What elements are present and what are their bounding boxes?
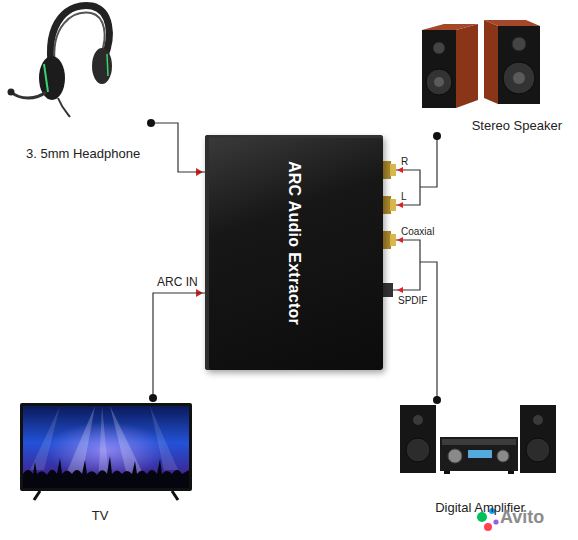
headphone-picture-part	[92, 48, 112, 84]
device-caption: 3. 5mm Headphone	[26, 146, 140, 162]
speaker-picture-part	[456, 24, 478, 108]
connector-dot	[433, 396, 441, 404]
speaker-picture-part	[484, 20, 540, 26]
rca-jack-part	[390, 234, 396, 246]
device-title: ARC Audio Extractor	[285, 161, 303, 325]
speaker-picture-part	[484, 20, 498, 104]
speaker-picture-part	[433, 42, 445, 54]
port-label: L	[401, 191, 407, 203]
optical-port-part	[397, 287, 403, 293]
speaker-picture-part	[422, 24, 478, 30]
connector-line	[383, 136, 437, 205]
amplifier-node: Digital Amplifier	[395, 400, 565, 518]
device-caption: TV	[92, 508, 109, 524]
amplifier-picture-part	[508, 471, 514, 474]
rca-jack-part	[397, 167, 403, 173]
speaker-picture-part	[503, 62, 535, 94]
connector-dot	[433, 132, 441, 140]
headphone-picture	[8, 5, 113, 117]
tv-picture-part	[172, 491, 178, 500]
headphone-picture-part	[58, 98, 70, 117]
tv-picture-part	[150, 406, 178, 470]
connector-label: ARC IN	[156, 275, 199, 289]
amplifier-picture-part	[520, 405, 556, 473]
speaker-picture-part	[434, 77, 444, 87]
rca-jack-part	[397, 202, 403, 208]
connector-line	[383, 240, 437, 400]
amplifier-picture-part	[468, 450, 492, 458]
amplifier-picture-part	[400, 405, 436, 473]
amplifier-picture-part	[533, 415, 543, 425]
port-label: Coaxial	[401, 226, 434, 238]
rca-jack	[383, 161, 403, 179]
rca-jack	[383, 231, 403, 249]
speaker-picture-part	[513, 72, 525, 84]
speaker-node: Stereo Speaker	[418, 6, 570, 136]
port-label: SPDIF	[398, 295, 427, 307]
amplifier-picture-part	[444, 471, 450, 474]
connector-dot	[149, 394, 157, 402]
device-caption: Stereo Speaker	[472, 118, 562, 134]
rca-jack	[383, 196, 403, 214]
headphone-picture-part	[8, 89, 15, 96]
watermark: Avito	[500, 507, 544, 527]
speaker-picture	[422, 20, 540, 108]
rca-jack-part	[383, 231, 391, 249]
speaker-picture-part	[498, 26, 540, 104]
rca-jack-part	[390, 199, 396, 211]
speaker-picture-part	[512, 37, 526, 51]
headphone-picture-part	[107, 54, 108, 76]
optical-port-part	[383, 283, 393, 297]
connector-line	[151, 123, 205, 172]
rca-jack-part	[397, 237, 403, 243]
amplifier-picture-part	[406, 438, 430, 462]
port-label: R	[401, 156, 408, 168]
watermark-logo-part	[493, 519, 498, 524]
amplifier-picture-part	[497, 450, 509, 462]
headphone-picture-part	[11, 92, 46, 98]
connector-line	[153, 293, 205, 398]
tv-picture	[20, 403, 192, 500]
tv-picture-part	[30, 406, 60, 470]
rca-jack-part	[383, 196, 391, 214]
extractor-box: ARC Audio Extractor	[205, 135, 383, 370]
amplifier-picture-part	[448, 449, 462, 463]
speaker-picture-part	[426, 69, 452, 95]
amplifier-picture	[400, 405, 556, 474]
amplifier-picture-part	[442, 439, 516, 445]
connector-dot	[147, 119, 155, 127]
amplifier-picture-part	[440, 437, 518, 471]
tv-picture-part	[23, 406, 189, 488]
tv-picture-part	[23, 456, 189, 488]
tv-node: TV	[10, 398, 190, 526]
amplifier-picture-part	[413, 415, 423, 425]
tv-picture-part	[34, 491, 40, 500]
tv-picture-part	[20, 403, 192, 491]
speaker-picture-part	[422, 30, 456, 108]
watermark-logo-part	[484, 523, 492, 531]
amplifier-picture-part	[526, 438, 550, 462]
headphone-picture-part	[44, 64, 48, 92]
headphone-node: 3. 5mm Headphone	[18, 0, 151, 164]
rca-jack-part	[390, 164, 396, 176]
rca-jack-part	[383, 161, 391, 179]
optical-port	[383, 283, 403, 297]
